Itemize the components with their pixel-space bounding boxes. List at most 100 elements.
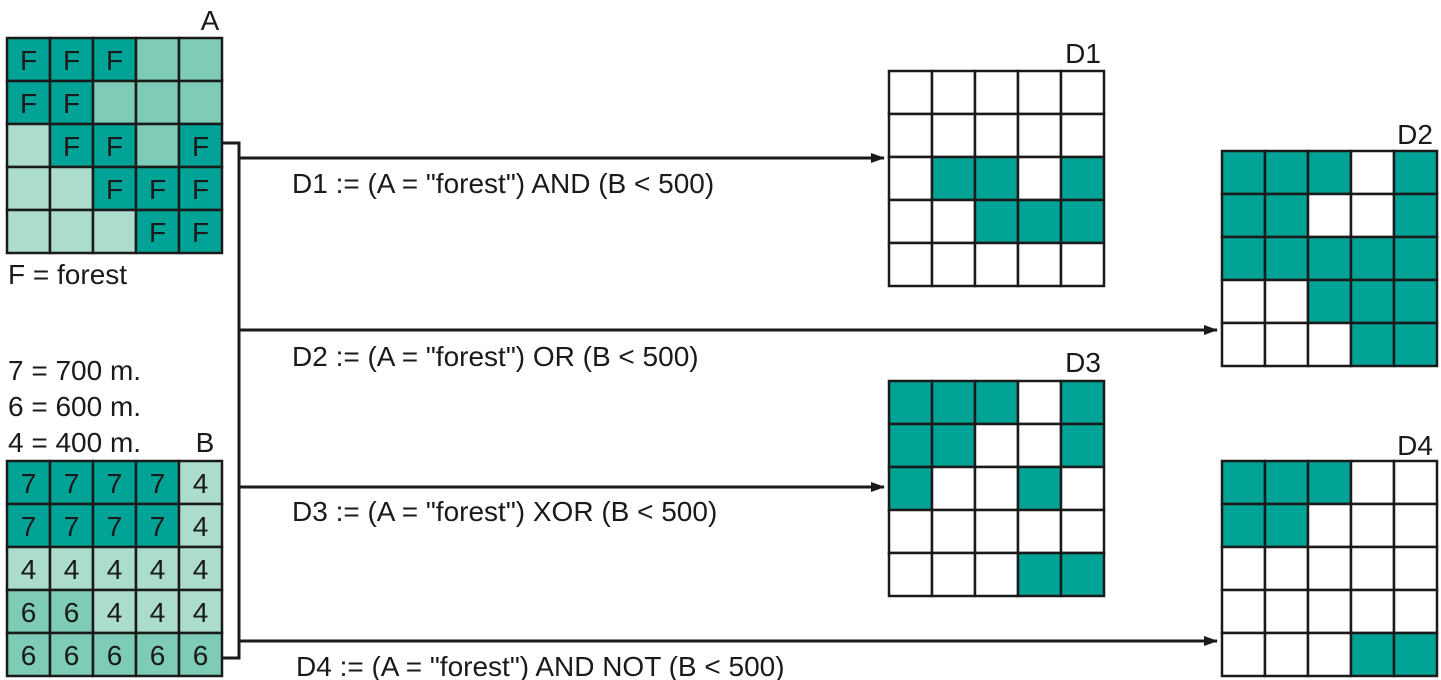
grid-d3-cell bbox=[887, 508, 934, 555]
grid-d4 bbox=[1220, 459, 1439, 678]
grid-d4-cell bbox=[1263, 502, 1310, 549]
grid-d2-cell bbox=[1349, 235, 1396, 282]
grid-d4-cell bbox=[1392, 588, 1439, 635]
grid-a-cell-value: F bbox=[20, 45, 37, 76]
grid-d4-cell bbox=[1306, 459, 1353, 506]
grid-d3-cell bbox=[1059, 379, 1106, 426]
grid-b-cell-value: 4 bbox=[64, 554, 80, 585]
grid-d1-cell bbox=[930, 155, 977, 202]
grid-d4-cell bbox=[1263, 459, 1310, 506]
grid-d3-cell bbox=[1059, 551, 1106, 598]
grid-d4-cell bbox=[1349, 631, 1396, 678]
grid-a-cell bbox=[177, 122, 224, 169]
grid-b-cell-value: 6 bbox=[107, 640, 123, 671]
elevation-legend-400: 4 = 400 m. bbox=[8, 427, 141, 458]
grid-d3-cell bbox=[930, 551, 977, 598]
grid-d4-cell bbox=[1220, 502, 1267, 549]
grid-a-cell-value: F bbox=[106, 45, 123, 76]
grid-d1-cell bbox=[1059, 112, 1106, 159]
grid-d2-cell bbox=[1392, 321, 1439, 368]
grid-d4-cell bbox=[1306, 545, 1353, 592]
grid-d1-cell bbox=[887, 155, 934, 202]
grid-b-cell bbox=[48, 502, 95, 549]
grid-d2-cell bbox=[1263, 321, 1310, 368]
grid-b-cell bbox=[134, 459, 181, 506]
grid-a-label: A bbox=[201, 5, 220, 36]
grid-d3-cell bbox=[887, 422, 934, 469]
grid-d2-cell bbox=[1392, 192, 1439, 239]
grid-a-cell bbox=[134, 79, 181, 126]
grid-d1-cell bbox=[930, 112, 977, 159]
grid-d3-cell bbox=[1016, 379, 1063, 426]
elevation-legend-700: 7 = 700 m. bbox=[8, 355, 141, 386]
grid-d2-cell bbox=[1392, 235, 1439, 282]
grid-a-cell-value: F bbox=[149, 174, 166, 205]
grid-b-cell-value: 6 bbox=[150, 640, 166, 671]
grid-b-cell-value: 4 bbox=[193, 511, 209, 542]
grid-d2-cell bbox=[1306, 235, 1353, 282]
grid-b-cell-value: 6 bbox=[193, 640, 209, 671]
grid-d3-cell bbox=[930, 422, 977, 469]
grid-d1-label: D1 bbox=[1065, 38, 1101, 69]
grid-a-cell-value: F bbox=[149, 217, 166, 248]
grid-d4-cell bbox=[1220, 545, 1267, 592]
grid-d4-cell bbox=[1392, 545, 1439, 592]
grid-d3-cell bbox=[887, 551, 934, 598]
grid-d4-cell bbox=[1392, 631, 1439, 678]
grid-b-cell bbox=[177, 502, 224, 549]
grid-d3-cell bbox=[1059, 465, 1106, 512]
grid-d1 bbox=[887, 69, 1106, 288]
grid-b-cell-value: 4 bbox=[193, 468, 209, 499]
grid-a-cell bbox=[91, 79, 138, 126]
grid-a-cell bbox=[5, 208, 52, 255]
grid-d3-cell bbox=[973, 422, 1020, 469]
grid-d2-cell bbox=[1263, 192, 1310, 239]
grid-a-cell-value: F bbox=[192, 217, 209, 248]
grid-d1-cell bbox=[1016, 155, 1063, 202]
grid-d1-cell bbox=[930, 69, 977, 116]
grid-d3-cell bbox=[930, 465, 977, 512]
grid-d3-cell bbox=[973, 379, 1020, 426]
grid-d4-cell bbox=[1349, 545, 1396, 592]
grid-d1-cell bbox=[1059, 241, 1106, 288]
grid-b-cell bbox=[91, 631, 138, 678]
grid-d2 bbox=[1220, 149, 1439, 368]
grid-d3-cell bbox=[973, 551, 1020, 598]
grid-b-cell bbox=[134, 631, 181, 678]
expression-d3: D3 := (A = "forest") XOR (B < 500) bbox=[292, 496, 717, 527]
grid-d1-cell bbox=[973, 155, 1020, 202]
grid-b-cell-value: 4 bbox=[150, 554, 166, 585]
grid-a-cell bbox=[5, 122, 52, 169]
grid-d2-cell bbox=[1220, 149, 1267, 196]
grid-d1-cell bbox=[973, 241, 1020, 288]
grid-a-cell bbox=[134, 122, 181, 169]
grid-d4-cell bbox=[1349, 588, 1396, 635]
grid-a-cell bbox=[177, 208, 224, 255]
grid-d4-cell bbox=[1263, 631, 1310, 678]
expression-d4: D4 := (A = "forest") AND NOT (B < 500) bbox=[296, 651, 785, 680]
grid-b-cell-value: 6 bbox=[21, 597, 37, 628]
grid-a-cell-value: F bbox=[20, 88, 37, 119]
grid-d4-cell bbox=[1392, 459, 1439, 506]
grid-a-cell bbox=[91, 208, 138, 255]
grid-a-cell bbox=[177, 36, 224, 83]
grid-d1-cell bbox=[1016, 241, 1063, 288]
expression-d1: D1 := (A = "forest") AND (B < 500) bbox=[292, 168, 714, 199]
grid-d4-cell bbox=[1349, 459, 1396, 506]
grid-d2-cell bbox=[1306, 321, 1353, 368]
grid-d3-cell bbox=[930, 379, 977, 426]
grid-b-cell bbox=[5, 502, 52, 549]
grid-a-cell-value: F bbox=[63, 88, 80, 119]
grid-d2-cell bbox=[1349, 149, 1396, 196]
grid-a-cell-value: F bbox=[106, 174, 123, 205]
grid-b-cell-value: 4 bbox=[107, 554, 123, 585]
grid-b-cell bbox=[177, 631, 224, 678]
grid-d1-cell bbox=[930, 198, 977, 245]
grid-d2-cell bbox=[1306, 149, 1353, 196]
grid-b-cell bbox=[5, 631, 52, 678]
grid-b-cell-value: 6 bbox=[64, 597, 80, 628]
grid-d1-cell bbox=[887, 112, 934, 159]
grid-d1-cell bbox=[930, 241, 977, 288]
